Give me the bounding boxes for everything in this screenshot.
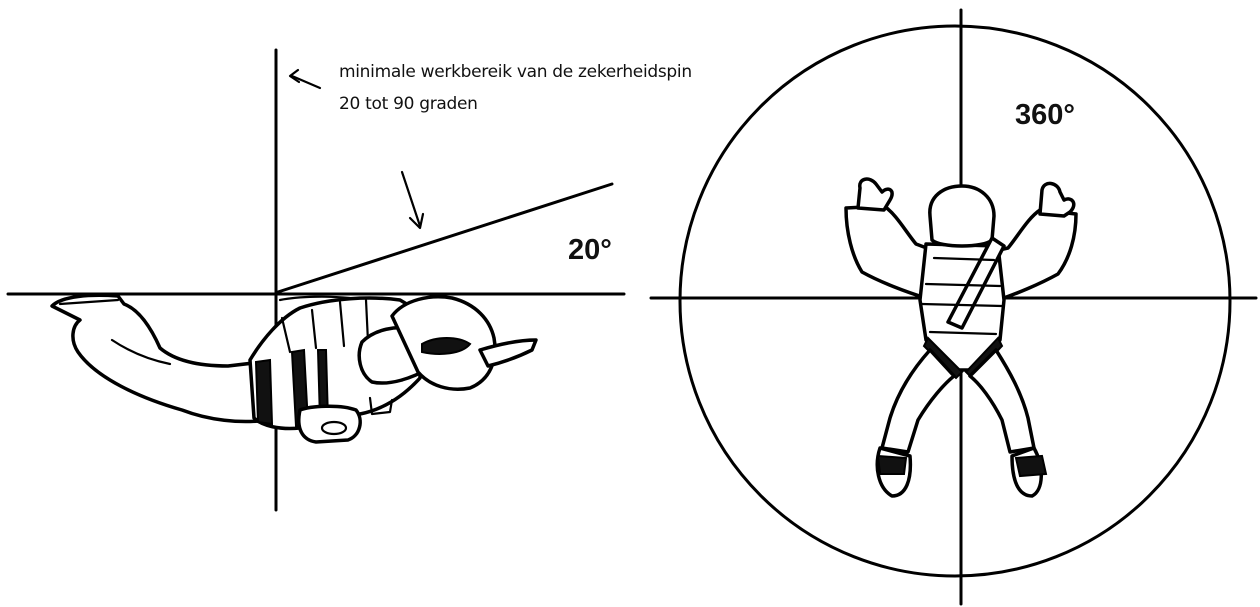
skydiver-side-view-icon xyxy=(50,293,538,444)
rotation-circle xyxy=(678,24,1232,578)
annotation-arrow xyxy=(288,68,322,90)
angle-20-line xyxy=(276,182,614,294)
side-angle-label: 20° xyxy=(568,234,612,266)
annotation-line-2: 20 tot 90 graden xyxy=(339,94,478,114)
top-view-panel: 360° xyxy=(649,8,1258,606)
skydiver-top-view-icon xyxy=(844,177,1078,498)
angle-pointer-arrow xyxy=(400,170,425,230)
side-view-panel: minimale werkbereik van de zekerheidspin… xyxy=(6,48,692,512)
top-angle-label: 360° xyxy=(1015,99,1075,131)
annotation-line-1: minimale werkbereik van de zekerheidspin xyxy=(339,62,692,82)
